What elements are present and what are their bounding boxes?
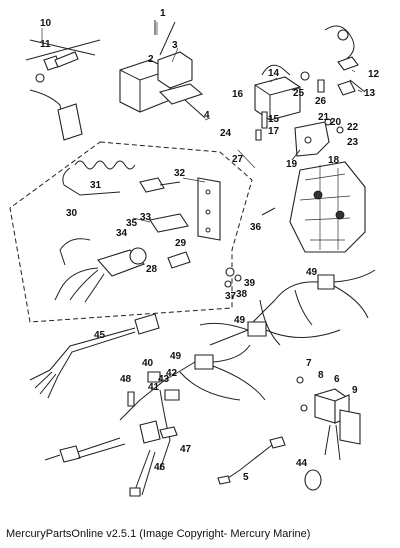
- part-callouts: 10 11 1 2 3 4 12 13 14 15 16 17 25 26 21…: [40, 8, 380, 483]
- part-label-47: 47: [180, 444, 192, 455]
- switch-box-part: [254, 64, 301, 141]
- lanyard-part: [62, 160, 181, 196]
- part-label-20: 20: [330, 117, 342, 128]
- part-label-1: 1: [160, 8, 166, 19]
- part-label-11: 11: [40, 39, 51, 50]
- part-label-2: 2: [148, 54, 154, 65]
- grommet-part: [304, 469, 322, 491]
- part-label-7: 7: [306, 358, 312, 369]
- small-bracket-part: [149, 213, 189, 233]
- ignition-switch-part: [54, 238, 147, 303]
- bolt-part: [261, 207, 276, 216]
- lower-harness-part: [119, 344, 266, 471]
- part-label-3: 3: [172, 40, 178, 51]
- part-label-19: 19: [286, 159, 298, 170]
- part-label-4: 4: [204, 110, 210, 121]
- part-label-49-middle: 49: [234, 315, 246, 326]
- part-label-13: 13: [364, 88, 376, 99]
- lower-cable-part: [44, 437, 156, 497]
- part-label-35: 35: [126, 218, 138, 229]
- part-label-12: 12: [368, 69, 380, 80]
- lead-part: [217, 436, 286, 485]
- junction-parts: [147, 371, 180, 401]
- part-label-44: 44: [296, 458, 308, 469]
- part-label-49-upper: 49: [306, 267, 318, 278]
- exploded-parts-diagram: 10 11 1 2 3 4 12 13 14 15 16 17 25 26 21…: [9, 8, 380, 497]
- clip-part: [167, 251, 191, 269]
- part-label-29: 29: [175, 238, 187, 249]
- part-label-21: 21: [318, 112, 330, 123]
- part-label-39: 39: [244, 278, 256, 289]
- rectifier-part: [296, 376, 361, 461]
- sensor-parts: [300, 25, 366, 96]
- part-label-40: 40: [142, 358, 154, 369]
- part-label-42: 42: [166, 368, 178, 379]
- part-label-5: 5: [243, 472, 249, 483]
- mounting-plate-part: [197, 177, 221, 241]
- part-label-26: 26: [315, 96, 327, 107]
- relay-parts: [139, 420, 178, 444]
- part-label-49-lower: 49: [170, 351, 182, 362]
- part-label-28: 28: [146, 264, 158, 275]
- part-label-8: 8: [318, 370, 324, 381]
- part-label-23: 23: [347, 137, 359, 148]
- upper-harness-part: [199, 269, 376, 346]
- control-box-outline: [9, 141, 253, 323]
- part-label-36: 36: [250, 222, 262, 233]
- part-label-16: 16: [232, 89, 244, 100]
- coil-assembly-part: [119, 20, 206, 119]
- part-label-31: 31: [90, 180, 102, 191]
- fuse-part: [127, 391, 135, 407]
- leader-lines: [41, 22, 363, 223]
- part-label-14: 14: [268, 68, 280, 79]
- part-label-34: 34: [116, 228, 128, 239]
- part-label-37: 37: [225, 291, 237, 302]
- part-label-10: 10: [40, 18, 52, 29]
- part-label-43: 43: [158, 374, 170, 385]
- part-label-48: 48: [120, 374, 132, 385]
- part-label-45: 45: [94, 330, 106, 341]
- part-label-33: 33: [140, 212, 152, 223]
- engine-block: [289, 161, 366, 253]
- part-label-27: 27: [232, 154, 244, 165]
- lead-connector-part: [25, 39, 101, 141]
- part-label-30: 30: [66, 208, 78, 219]
- part-label-17: 17: [268, 126, 280, 137]
- part-label-25: 25: [293, 88, 305, 99]
- washer-parts: [224, 267, 242, 288]
- part-label-32: 32: [174, 168, 186, 179]
- part-label-46: 46: [154, 462, 166, 473]
- part-label-18: 18: [328, 155, 340, 166]
- part-label-41: 41: [148, 382, 160, 393]
- part-label-6: 6: [334, 374, 340, 385]
- part-label-9: 9: [352, 385, 358, 396]
- part-label-24: 24: [220, 128, 232, 139]
- image-caption: MercuryPartsOnline v2.5.1 (Image Copyrig…: [6, 528, 311, 540]
- cable-part: [29, 313, 160, 399]
- part-label-38: 38: [236, 289, 248, 300]
- part-label-22: 22: [347, 122, 359, 133]
- part-label-15: 15: [268, 114, 280, 125]
- bracket-part: [291, 118, 344, 161]
